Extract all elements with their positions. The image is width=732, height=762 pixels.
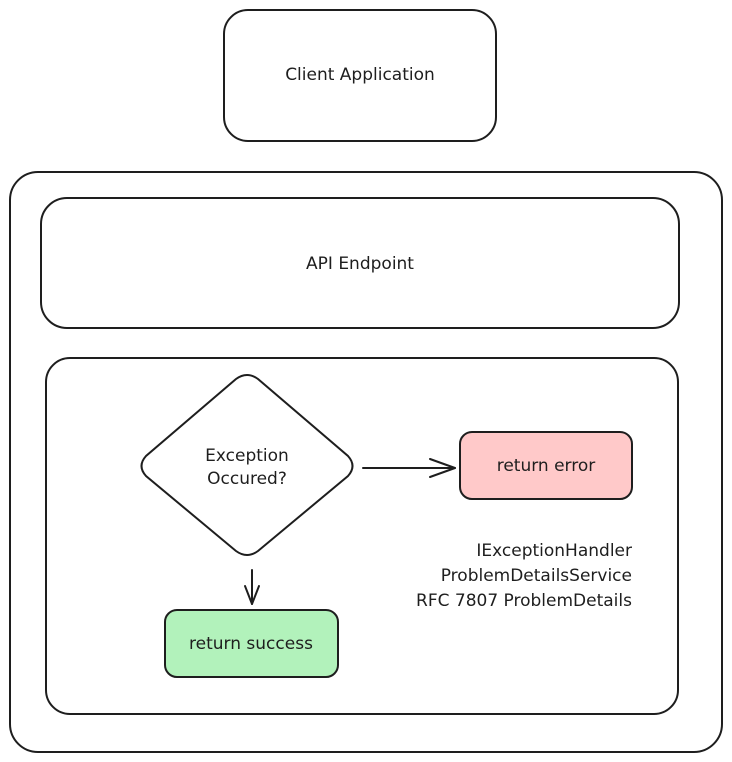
note-line: RFC 7807 ProblemDetails [416,591,632,611]
note-line: IExceptionHandler [476,541,632,561]
api-endpoint-node: API Endpoint [40,197,680,329]
exception-handling-container [45,357,679,715]
return-success-node: return success [164,609,339,678]
decision-label-line1: Exception [205,446,289,466]
note-line: ProblemDetailsService [441,566,632,586]
arrow-to-error [362,458,456,478]
exception-decision-node: Exception Occured? [140,374,354,556]
arrow-to-success [244,569,260,605]
return-error-label: return error [497,456,596,476]
return-success-label: return success [189,634,313,654]
client-application-label: Client Application [285,65,435,85]
implementation-notes: IExceptionHandler ProblemDetailsService … [416,541,632,611]
return-error-node: return error [459,431,633,500]
decision-label-line2: Occured? [207,469,287,489]
client-application-node: Client Application [223,9,497,142]
api-endpoint-label: API Endpoint [306,254,414,274]
